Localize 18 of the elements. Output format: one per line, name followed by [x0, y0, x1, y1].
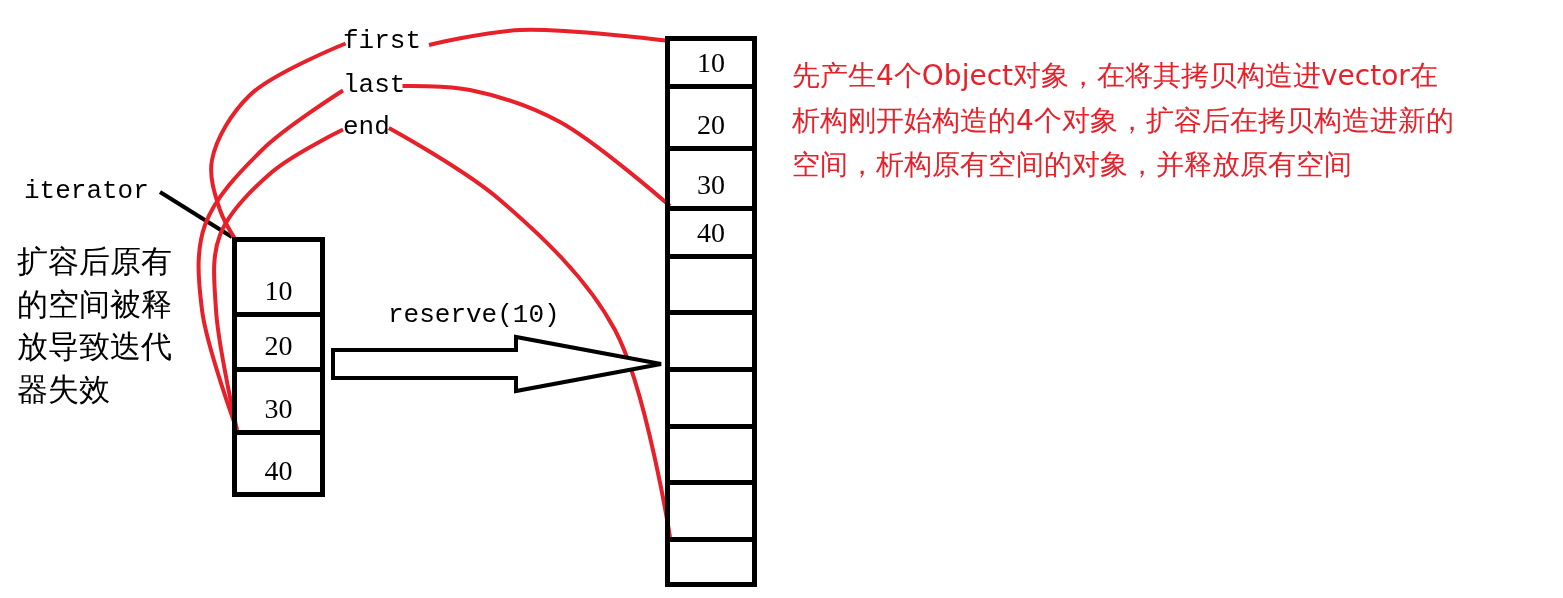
cell-value: 40 — [697, 218, 725, 248]
cell-value: 10 — [697, 48, 725, 78]
cell-value: 30 — [264, 394, 293, 424]
cell-value: 10 — [264, 276, 293, 306]
pointer-name: iterator — [24, 176, 149, 206]
pointer-name: first — [343, 26, 421, 56]
cell-value: 20 — [697, 110, 725, 140]
cell-value: 30 — [697, 170, 725, 200]
note-text: 扩容后原有的空间被释放导致迭代器失效 — [17, 242, 173, 409]
block-arrow — [331, 334, 663, 394]
leader-line — [158, 190, 234, 239]
array-box — [665, 36, 757, 587]
cell-value: 40 — [264, 456, 293, 486]
array-box — [232, 237, 325, 497]
cell-value: 20 — [264, 331, 293, 361]
pointer-name: end — [343, 112, 390, 142]
pointer-name: last — [343, 70, 406, 100]
note-text: 先产生4个Object对象，在将其拷贝构造进vector在析构刚开始构造的4个对象，扩容后在拷贝构造进新的空间，析构原有空间的对象，并释放原有空间 — [792, 58, 1455, 183]
